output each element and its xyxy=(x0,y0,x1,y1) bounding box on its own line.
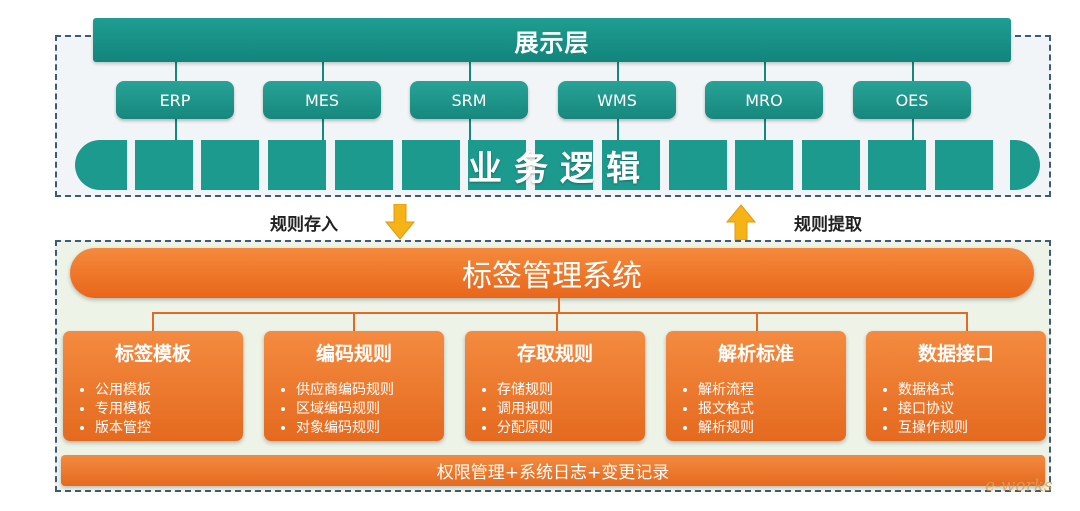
connector-line xyxy=(175,119,177,140)
business-logic-block xyxy=(468,140,526,190)
module-access-rules: 存取规则 存储规则 调用规则 分配原则 xyxy=(465,331,645,441)
module-item: 接口协议 xyxy=(898,400,968,419)
connector-line xyxy=(175,62,177,81)
module-item: 供应商编码规则 xyxy=(296,381,394,400)
business-logic-cap-left xyxy=(75,140,127,190)
connector-line xyxy=(558,298,560,312)
system-mes: MES xyxy=(263,81,381,119)
connector-line xyxy=(912,62,914,81)
module-title: 编码规则 xyxy=(315,343,392,365)
business-logic-block xyxy=(802,140,860,190)
module-data-interface: 数据接口 数据格式 接口协议 互操作规则 xyxy=(866,331,1046,441)
module-item: 调用规则 xyxy=(497,400,553,419)
connector-line xyxy=(756,312,758,331)
module-item: 专用模板 xyxy=(95,400,151,419)
connector-line xyxy=(469,62,471,81)
module-item: 分配原则 xyxy=(497,419,553,438)
connector-line xyxy=(152,312,154,331)
module-item: 存储规则 xyxy=(497,381,553,400)
module-item-list: 存储规则 调用规则 分配原则 xyxy=(477,381,553,438)
module-title: 数据接口 xyxy=(917,343,994,365)
business-logic-block xyxy=(268,140,326,190)
module-item: 公用模板 xyxy=(95,381,151,400)
module-item: 报文格式 xyxy=(698,400,754,419)
connector-line xyxy=(617,62,619,81)
connector-line xyxy=(912,119,914,140)
module-coding-rules: 编码规则 供应商编码规则 区域编码规则 对象编码规则 xyxy=(264,331,444,441)
module-item: 互操作规则 xyxy=(898,419,968,438)
tag-system-title: 标签管理系统 xyxy=(70,248,1034,298)
extract-rules-label: 规则提取 xyxy=(794,215,862,235)
connector-line xyxy=(966,312,968,331)
module-item-list: 供应商编码规则 区域编码规则 对象编码规则 xyxy=(276,381,394,438)
business-logic-block xyxy=(602,140,660,190)
business-logic-cap-right xyxy=(1010,140,1040,190)
connector-line xyxy=(469,119,471,140)
module-parsing-standard: 解析标准 解析流程 报文格式 解析规则 xyxy=(666,331,846,441)
connector-line xyxy=(764,62,766,81)
connector-line xyxy=(322,62,324,81)
connector-line xyxy=(152,312,968,314)
module-item: 对象编码规则 xyxy=(296,419,394,438)
arrow-up-icon xyxy=(726,204,756,240)
module-title: 标签模板 xyxy=(114,343,191,365)
business-logic-bar xyxy=(75,140,1040,190)
connector-line xyxy=(556,312,558,331)
module-tag-template: 标签模板 公用模板 专用模板 版本管控 xyxy=(63,331,243,441)
business-logic-block xyxy=(201,140,259,190)
module-item-list: 解析流程 报文格式 解析规则 xyxy=(678,381,754,438)
module-title: 解析标准 xyxy=(717,343,794,365)
business-logic-block xyxy=(935,140,993,190)
system-wms: WMS xyxy=(558,81,676,119)
module-item: 解析规则 xyxy=(698,419,754,438)
module-item: 区域编码规则 xyxy=(296,400,394,419)
system-mro: MRO xyxy=(705,81,823,119)
permissions-log-change-bar: 权限管理+系统日志+变更记录 xyxy=(61,455,1045,486)
connector-line xyxy=(322,119,324,140)
connector-line xyxy=(353,312,355,331)
store-rules-label: 规则存入 xyxy=(270,215,338,235)
connector-line xyxy=(617,119,619,140)
business-logic-block xyxy=(735,140,793,190)
eworks-watermark: e-works xyxy=(985,476,1053,496)
module-item: 数据格式 xyxy=(898,381,968,400)
business-logic-block xyxy=(669,140,727,190)
system-oes: OES xyxy=(853,81,971,119)
business-logic-block xyxy=(868,140,926,190)
module-item: 版本管控 xyxy=(95,419,151,438)
module-item-list: 数据格式 接口协议 互操作规则 xyxy=(878,381,968,438)
business-logic-block xyxy=(135,140,193,190)
business-logic-label: 业务逻辑 xyxy=(468,148,652,189)
business-logic-block xyxy=(535,140,593,190)
business-logic-block xyxy=(402,140,460,190)
business-logic-block xyxy=(335,140,393,190)
arrow-down-icon xyxy=(385,204,415,240)
module-item-list: 公用模板 专用模板 版本管控 xyxy=(75,381,151,438)
presentation-layer-title: 展示层 xyxy=(93,18,1011,62)
system-srm: SRM xyxy=(410,81,528,119)
module-item: 解析流程 xyxy=(698,381,754,400)
connector-line xyxy=(764,119,766,140)
module-title: 存取规则 xyxy=(516,343,593,365)
system-erp: ERP xyxy=(116,81,234,119)
